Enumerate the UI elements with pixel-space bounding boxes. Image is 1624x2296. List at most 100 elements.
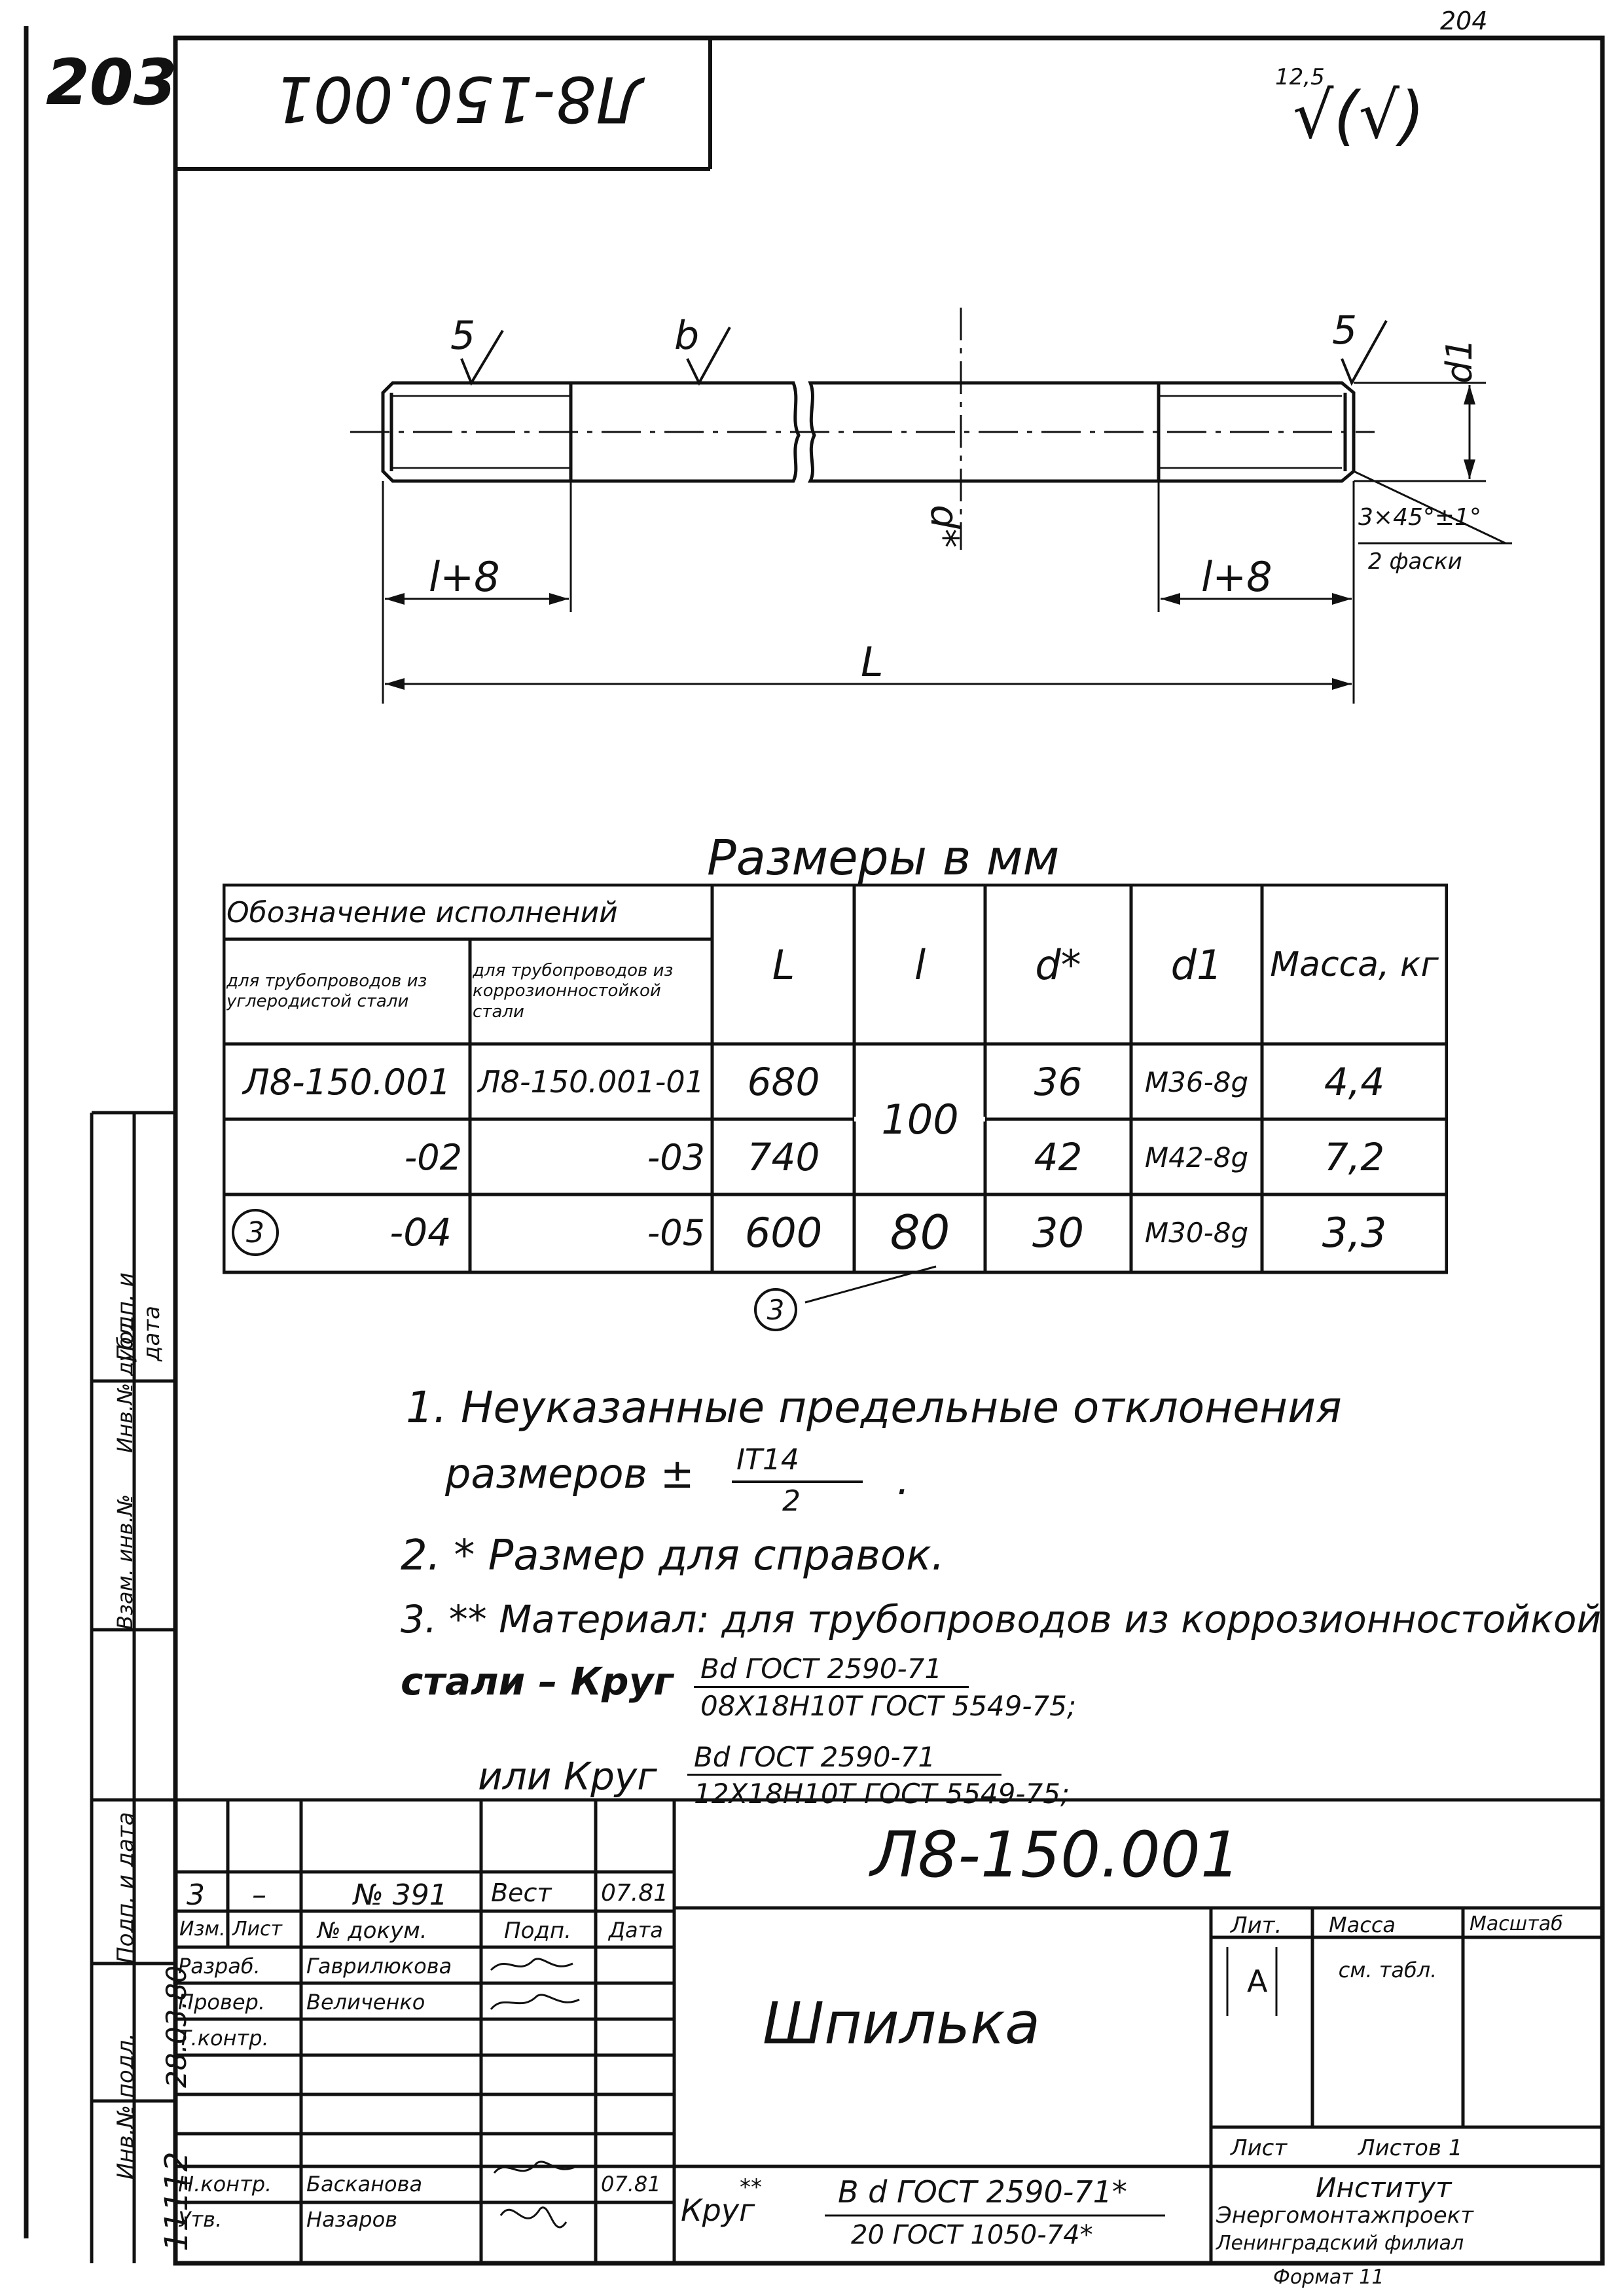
table-l-merged: 100	[881, 1095, 959, 1143]
note-3-c-num: Bd ГОСТ 2590-71	[694, 1741, 936, 1773]
person-nkontr: Басканова	[306, 2172, 423, 2197]
hdr-group: Обозначение исполнений	[226, 895, 618, 929]
table-row-3-l: 80	[890, 1205, 950, 1260]
hdr-izm: Изм.	[179, 1918, 226, 1941]
note-1: 1. Неуказанные предельные отклонения	[406, 1382, 1342, 1433]
table-row-3-marker: 3	[232, 1209, 279, 1256]
stud-drawing	[350, 308, 1512, 704]
top-right-mark: 204	[1440, 7, 1488, 35]
table-grid	[223, 884, 1448, 1274]
note-3-c-den: 12Х18Н10Т ГОСТ 5549-75;	[694, 1778, 1070, 1810]
role-utv: Утв.	[178, 2207, 223, 2232]
person-prover: Величенко	[306, 1990, 425, 2015]
org-line-1: Институт	[1316, 2172, 1452, 2204]
note-3-b-num: Bd ГОСТ 2590-71	[700, 1653, 943, 1685]
rev-date: 07.81	[601, 1880, 669, 1907]
role-prover: Провер.	[178, 1990, 265, 2015]
note-3: 3. ** Материал: для трубопроводов из кор…	[401, 1597, 1602, 1641]
scale-label: Масштаб	[1470, 1912, 1563, 1935]
material-mark: **	[740, 2174, 762, 2200]
hdr-l: l	[914, 941, 926, 989]
mass-label: Масса	[1329, 1912, 1396, 1937]
sizes-table: Обозначение исполнений для трубопроводов…	[223, 884, 1448, 1276]
signatures	[490, 1958, 580, 2229]
revision-leader	[804, 1265, 937, 1304]
hdr-stainless: для трубопроводов из коррозионностойкой …	[473, 961, 674, 1022]
hdr-L: L	[772, 941, 795, 989]
table-row-1-d1: М36-8g	[1144, 1066, 1249, 1098]
person-razrab: Гаврилюкова	[306, 1954, 452, 1979]
dim-end-left: l+8	[429, 553, 500, 601]
hdr-d: d*	[1035, 941, 1081, 989]
org-line-3: Ленинградский филиал	[1216, 2232, 1464, 2255]
material-den: 20 ГОСТ 1050-74*	[851, 2220, 1093, 2250]
table-row-2-d: 42	[1034, 1135, 1083, 1179]
role-nkontr: Н.контр.	[178, 2172, 272, 2197]
hdr-mass: Масса, кг	[1270, 944, 1439, 984]
table-caption: Размеры в мм	[707, 830, 1060, 886]
roughness-left-label: 5	[450, 313, 476, 359]
sheet-label: Лист	[1231, 2135, 1288, 2161]
table-row-1-d: 36	[1034, 1060, 1083, 1104]
rev-sign: Вест	[491, 1878, 552, 1907]
table-row-1-carbon: Л8-150.001	[243, 1061, 451, 1103]
role-tkontr: Т.контр.	[178, 2026, 269, 2051]
date-nkontr: 07.81	[601, 2172, 661, 2197]
mass-value: см. табл.	[1338, 1958, 1437, 1982]
rev-doc: № 391	[353, 1878, 448, 1912]
role-razrab: Разраб.	[178, 1954, 261, 1979]
roughness-right-label: 5	[1332, 308, 1358, 353]
table-row-2-carbon: -02	[404, 1136, 462, 1178]
table-row-3-mass: 3,3	[1322, 1208, 1387, 1257]
chamfer-count: 2 фаски	[1368, 548, 1462, 575]
note-3-c-prefix: или Круг	[478, 1754, 657, 1799]
hdr-d1: d1	[1170, 941, 1223, 989]
note-2: 2. * Размер для справок.	[401, 1532, 945, 1580]
rev-list: –	[252, 1878, 266, 1912]
title-doc-code: Л8-150.001	[871, 1818, 1240, 1892]
revision-mark: 3	[754, 1288, 797, 1331]
org-line-2: Энергомонтажпроект	[1216, 2202, 1473, 2229]
note-3-b-bar	[694, 1686, 969, 1688]
note-1-fraction-num: IT14	[736, 1443, 799, 1477]
roughness-general-symbol: √(√)	[1293, 79, 1425, 153]
material-num: B d ГОСТ 2590-71*	[838, 2174, 1127, 2210]
note-1-fraction-den: 2	[782, 1484, 801, 1518]
table-row-2-stainless: -03	[647, 1136, 705, 1178]
lit-label: Лит.	[1231, 1912, 1282, 1939]
sheets-label: Листов 1	[1358, 2135, 1463, 2161]
format-label: Формат 11	[1273, 2266, 1384, 2289]
dim-total: L	[861, 638, 884, 686]
note-1-cont: размеров ±	[445, 1450, 695, 1498]
table-row-3-d: 30	[1032, 1208, 1084, 1257]
rev-izm: 3	[187, 1878, 205, 1912]
hdr-doc: № докум.	[317, 1918, 427, 1944]
title-name: Шпилька	[763, 1990, 1041, 2057]
roughness-general-value: 12,5	[1275, 64, 1325, 90]
table-row-3-carbon: -04	[389, 1210, 452, 1255]
table-row-1-mass: 4,4	[1324, 1060, 1385, 1104]
lit-value: А	[1247, 1964, 1268, 1999]
hdr-carbon: для трубопроводов из углеродистой стали	[226, 971, 427, 1011]
table-row-2-L: 740	[747, 1135, 820, 1179]
table-row-2-d1: М42-8g	[1144, 1141, 1249, 1174]
hdr-date: Дата	[609, 1918, 663, 1943]
note-3-b-den: 08Х18Н10Т ГОСТ 5549-75;	[700, 1690, 1077, 1722]
table-row-3-d1: М30-8g	[1144, 1216, 1249, 1249]
material-prefix: Круг	[681, 2193, 755, 2228]
table-row-1-stainless: Л8-150.001-01	[478, 1064, 704, 1100]
note-1-fraction-bar	[732, 1480, 863, 1483]
note-3-c-bar	[687, 1774, 1001, 1776]
dim-end-right: l+8	[1201, 553, 1272, 601]
hdr-sign: Подп.	[504, 1918, 571, 1944]
note-1-prefix: размеров ±	[445, 1450, 695, 1498]
table-row-3-L: 600	[744, 1208, 823, 1257]
table-row-2-mass: 7,2	[1324, 1135, 1385, 1179]
table-row-1-L: 680	[747, 1060, 820, 1104]
chamfer-note: 3×45°±1°	[1358, 504, 1481, 531]
roughness-mid-label: b	[674, 313, 700, 359]
person-utv: Назаров	[306, 2207, 398, 2232]
note-1-suffix: .	[897, 1456, 910, 1504]
